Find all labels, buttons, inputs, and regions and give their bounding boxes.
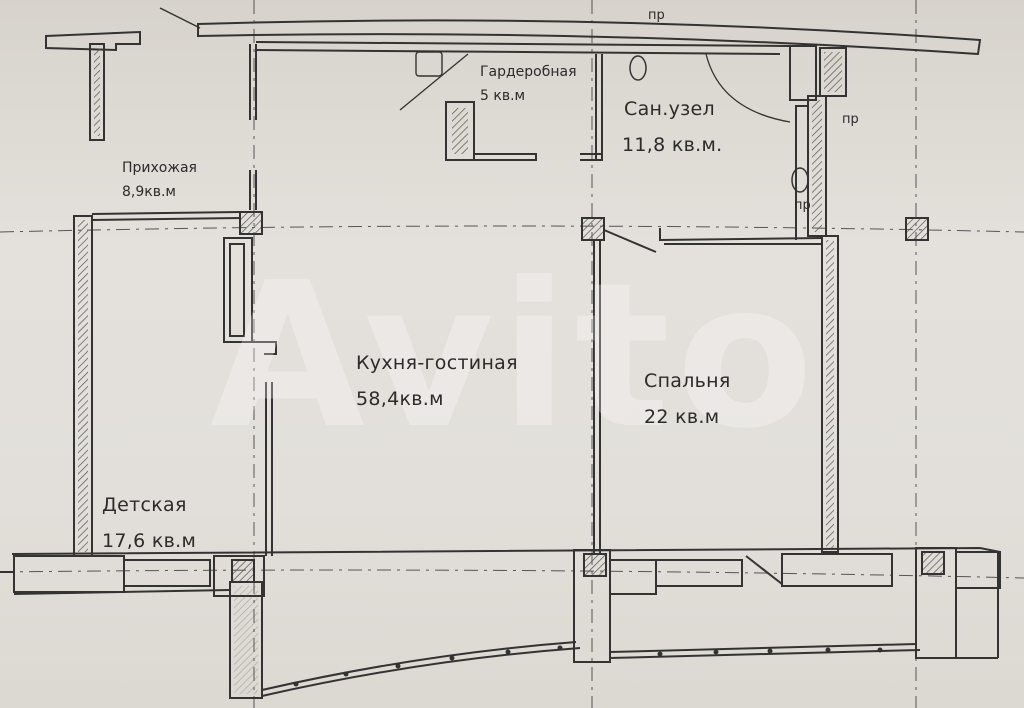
sink-icon [415, 51, 443, 77]
toilet-icon [629, 55, 647, 81]
pr-mark-top: пр [648, 8, 665, 23]
top-left-wall [45, 30, 141, 141]
kitchen-shaft [223, 237, 277, 556]
hallway-area: 8,9кв.м [122, 184, 176, 200]
bedroom-name: Спальня [644, 370, 731, 392]
wardrobe-area: 5 кв.м [480, 88, 526, 104]
bathroom-walls [705, 45, 847, 240]
bedroom-walls [593, 228, 839, 554]
pr-mark-lower: пр [794, 198, 811, 213]
bathroom-name: Сан.узел [624, 98, 715, 120]
facade-dots [293, 645, 883, 687]
kids-name: Детская [102, 494, 187, 516]
watermark: Avito [210, 240, 820, 473]
bottom-facade [11, 546, 1001, 699]
bedroom-area: 22 кв.м [644, 406, 720, 428]
wardrobe-name: Гардеробная [480, 64, 577, 80]
kitchen-area: 58,4кв.м [356, 388, 444, 410]
bathroom-area: 11,8 кв.м. [622, 134, 723, 156]
hallway-name: Прихожая [122, 160, 197, 176]
toilet-icon-2 [791, 167, 809, 193]
left-outer-wall [73, 215, 93, 557]
kids-area: 17,6 кв.м [102, 530, 197, 552]
top-facade-wall [197, 19, 982, 56]
pr-mark-right: пр [842, 112, 859, 127]
kitchen-name: Кухня-гостиная [356, 352, 518, 374]
wardrobe-walls [445, 54, 603, 161]
